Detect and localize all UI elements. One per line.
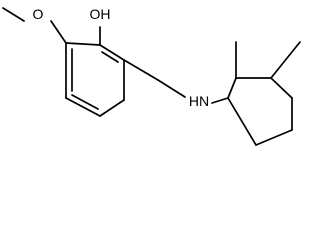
bond-amine-to-cyclohexane	[211, 97, 229, 104]
bond-ring-to-methylene	[123, 59, 159, 81]
aromatic-double-bond-1	[101, 51, 119, 63]
aromatic-bond-3	[99, 99, 125, 117]
cyclohexane-bond-1	[227, 77, 237, 99]
methyl-bond-2	[270, 41, 301, 79]
bond-methylene-to-amine	[157, 79, 186, 98]
chemical-structure-diagram: O OH HN	[2, 6, 301, 146]
cyclohexane-bond-3	[270, 77, 293, 99]
aromatic-bond-4	[65, 97, 101, 117]
bond-methyl-to-oxygen	[2, 7, 25, 22]
aromatic-double-bond-2	[71, 94, 99, 110]
hydroxyl-label: OH	[90, 6, 111, 22]
aromatic-bond-1	[99, 44, 125, 61]
cyclohexane-bond-5	[255, 129, 293, 146]
aromatic-bond-6	[65, 42, 101, 46]
bond-oxygen-to-ring	[50, 20, 67, 44]
cyclohexane-bond-6	[227, 97, 257, 146]
amine-label: HN	[189, 93, 209, 109]
methoxy-oxygen-label: O	[33, 6, 44, 22]
